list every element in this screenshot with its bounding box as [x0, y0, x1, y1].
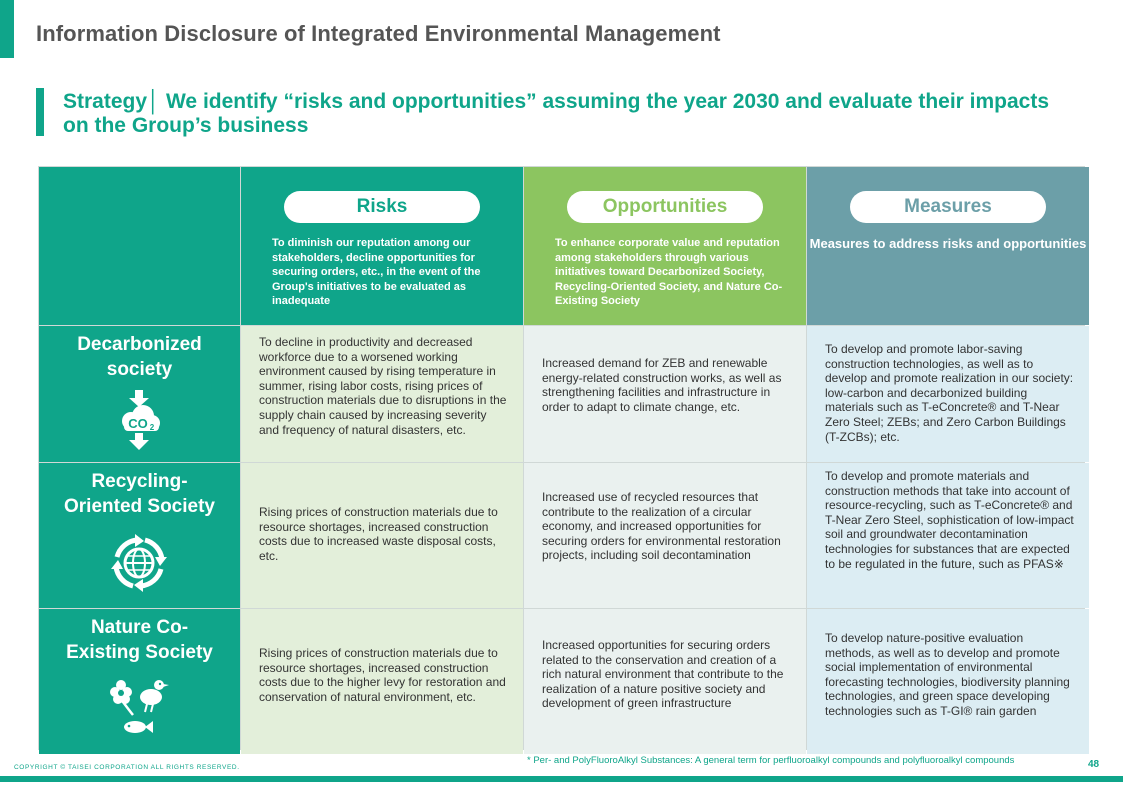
- risk-cell-recycling: Rising prices of construction materials …: [241, 463, 523, 608]
- opportunity-cell-decarbonized: Increased demand for ZEB and renewable e…: [524, 326, 806, 462]
- strategy-heading: Strategy│ We identify “risks and opportu…: [63, 90, 1050, 137]
- bottom-accent-bar: [0, 776, 1123, 782]
- opportunity-text: Increased opportunities for securing ord…: [542, 638, 784, 711]
- opportunities-description: To enhance corporate value and reputatio…: [555, 237, 783, 307]
- row-head-recycling: Recycling- Oriented Society: [39, 463, 240, 608]
- measures-header: Measures Measures to address risks and o…: [807, 167, 1089, 325]
- opportunity-text: Increased demand for ZEB and renewable e…: [542, 356, 782, 414]
- recycling-globe-icon: [111, 534, 167, 592]
- risks-description: To diminish our reputation among our sta…: [272, 237, 481, 307]
- risk-text: To decline in productivity and decreased…: [259, 335, 507, 437]
- row-title-line1: Recycling-: [91, 471, 188, 492]
- opportunity-cell-nature: Increased opportunities for securing ord…: [524, 609, 806, 754]
- risks-label: Risks: [284, 191, 480, 223]
- nature-flower-bird-fish-icon: [110, 680, 169, 733]
- opportunities-label: Opportunities: [567, 191, 763, 223]
- risk-cell-decarbonized: To decline in productivity and decreased…: [241, 326, 523, 462]
- measure-text: To develop nature-positive evaluation me…: [825, 631, 1070, 718]
- row-head-decarbonized: Decarbonized society CO 2: [39, 326, 240, 462]
- row-title-line1: Nature Co-: [90, 617, 189, 638]
- measure-cell-nature: To develop nature-positive evaluation me…: [807, 609, 1089, 754]
- measure-cell-decarbonized: To develop and promote labor-saving cons…: [807, 326, 1089, 462]
- risk-text: Rising prices of construction materials …: [259, 505, 498, 563]
- svg-text:CO: CO: [128, 416, 148, 431]
- co2-reduction-icon: CO 2: [122, 390, 160, 450]
- row-title-line2: society: [106, 359, 173, 380]
- table-corner-cell: [39, 167, 240, 325]
- measures-description: Measures to address risks and opportunit…: [809, 236, 1087, 251]
- measure-text: To develop and promote labor-saving cons…: [825, 342, 1074, 444]
- measures-label: Measures: [850, 191, 1046, 223]
- row-title-line2: Oriented Society: [64, 496, 215, 517]
- copyright-notice: COPYRIGHT © TAISEI CORPORATION ALL RIGHT…: [14, 764, 240, 771]
- row-head-nature: Nature Co- Existing Society: [39, 609, 240, 754]
- risks-header: Risks To diminish our reputation among o…: [241, 167, 523, 325]
- risk-cell-nature: Rising prices of construction materials …: [241, 609, 523, 754]
- page-title: Information Disclosure of Integrated Env…: [36, 21, 721, 46]
- row-title-line2: Existing Society: [66, 642, 213, 663]
- risk-text: Rising prices of construction materials …: [259, 646, 506, 704]
- opportunity-cell-recycling: Increased use of recycled resources that…: [524, 463, 806, 608]
- risk-opportunity-table: Risks To diminish our reputation among o…: [38, 166, 1089, 754]
- strategy-accent-bar: [36, 88, 44, 136]
- measure-cell-recycling: To develop and promote materials and con…: [807, 463, 1089, 608]
- page-number: 48: [1088, 759, 1100, 770]
- pfas-footnote: * Per- and PolyFluoroAlkyl Substances: A…: [527, 755, 1015, 766]
- row-title-line1: Decarbonized: [77, 334, 202, 355]
- measure-text: To develop and promote materials and con…: [825, 469, 1074, 571]
- opportunity-text: Increased use of recycled resources that…: [542, 490, 781, 563]
- svg-text:2: 2: [150, 423, 155, 432]
- corner-accent-bar: [0, 0, 14, 58]
- opportunities-header: Opportunities To enhance corporate value…: [524, 167, 806, 325]
